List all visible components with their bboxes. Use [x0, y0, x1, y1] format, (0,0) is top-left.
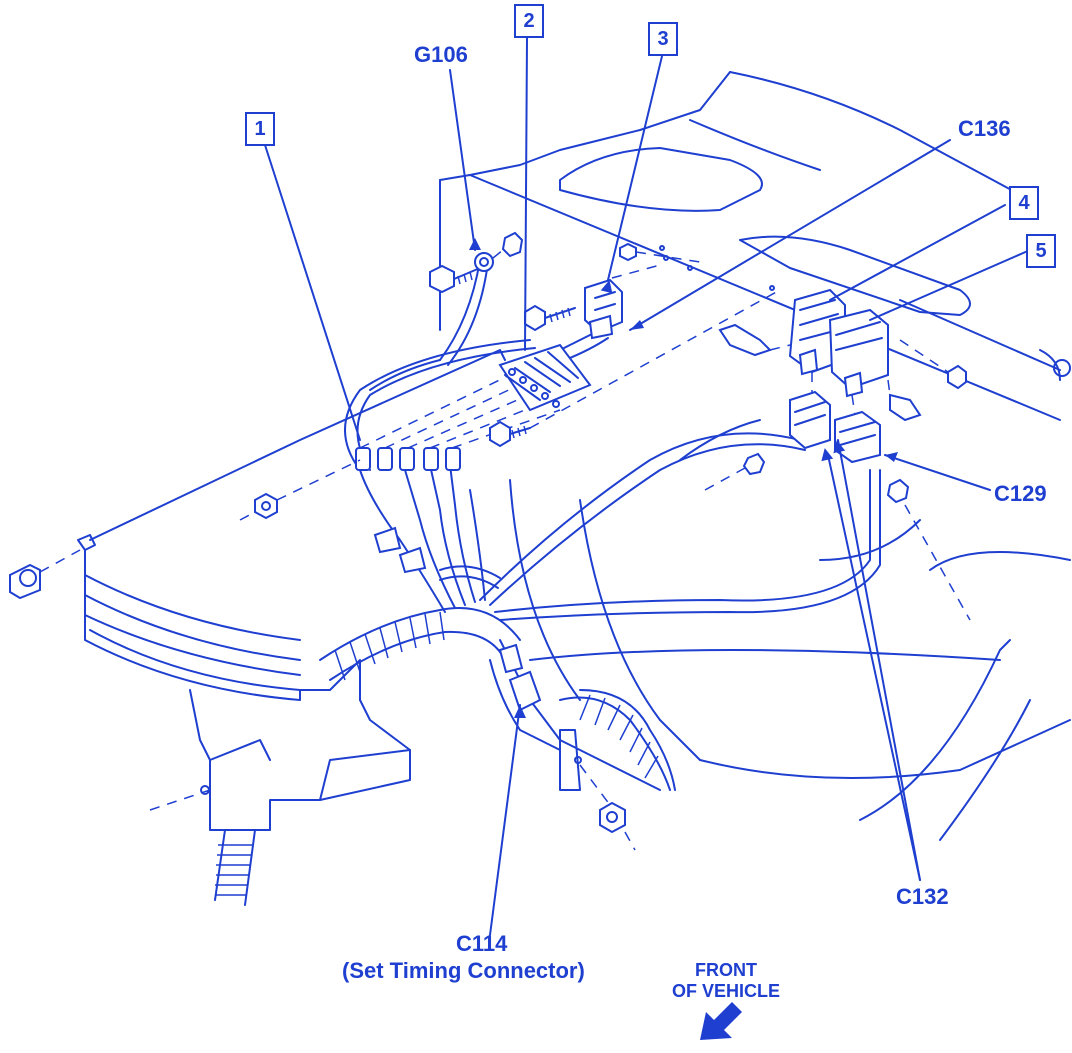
callout-4: 4 — [1009, 186, 1039, 220]
connectors-c129-c132 — [704, 390, 971, 621]
terminal-block — [489, 289, 781, 448]
leader-lines — [264, 37, 1031, 936]
ground-g106 — [429, 231, 524, 294]
branch-wires — [344, 259, 881, 621]
relay-3 — [584, 242, 775, 340]
label-c129: C129 — [994, 481, 1047, 506]
terminal-studs — [239, 369, 561, 521]
callout-3: 3 — [648, 22, 678, 56]
front-arrow-icon — [700, 1002, 742, 1040]
relays-4-5 — [718, 288, 967, 422]
fuse-relay-box — [9, 349, 506, 906]
front-line-2: OF VEHICLE — [671, 980, 780, 1001]
label-c114-subtitle: (Set Timing Connector) — [342, 958, 585, 983]
label-c132: C132 — [896, 884, 949, 909]
front-line-1: FRONT — [695, 960, 757, 980]
callout-5: 5 — [1026, 234, 1056, 268]
label-c136: C136 — [958, 116, 1011, 141]
label-g106: G106 — [414, 42, 468, 67]
body-panel-outline — [439, 71, 1071, 841]
callout-2: 2 — [514, 4, 544, 38]
callout-1: 1 — [245, 112, 275, 146]
front-of-vehicle-caption: FRONT OF VEHICLE — [664, 960, 788, 1001]
main-wiring-harness — [319, 607, 676, 851]
label-c114: C114 — [456, 931, 508, 956]
